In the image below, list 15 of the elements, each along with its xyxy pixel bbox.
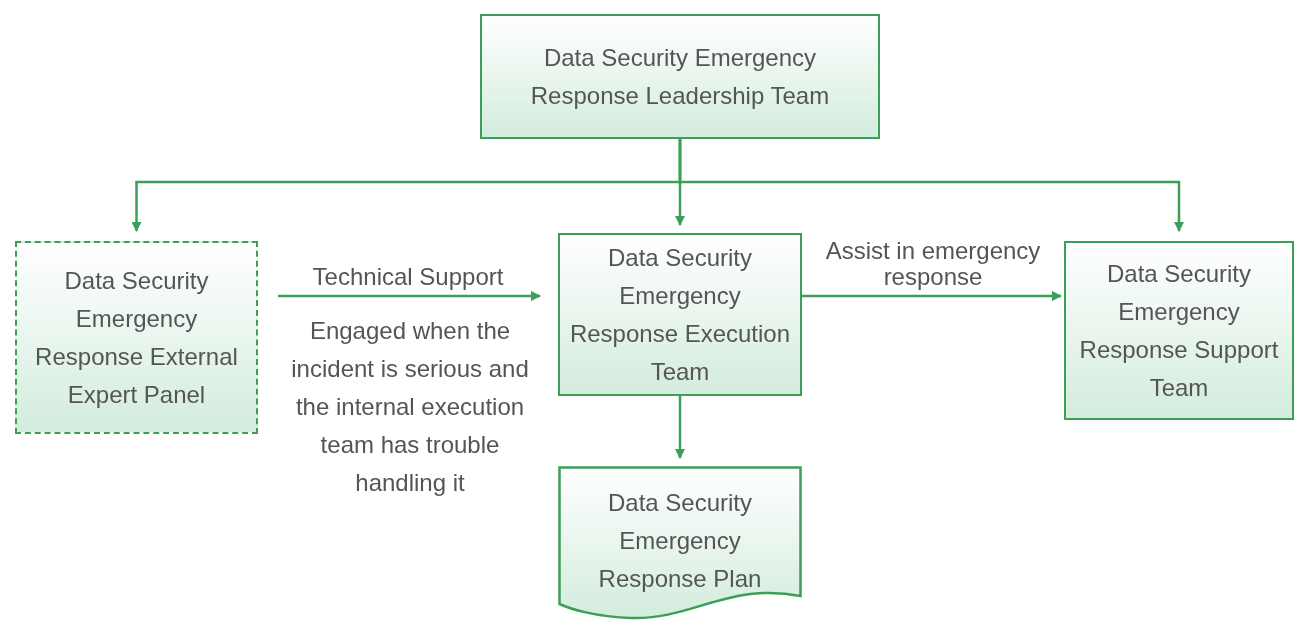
process-box <box>1064 241 1294 420</box>
node-text: Data Security Emergency Response External Expert Panel <box>34 265 239 410</box>
node-text: Data Security Emergency Response Leadership Team <box>529 42 831 111</box>
arrow <box>278 291 541 301</box>
dashed-box <box>15 241 258 434</box>
node-text: Data Security Emergency Response Plan <box>597 488 763 594</box>
process-box <box>480 14 880 139</box>
arrow <box>802 291 1062 301</box>
node-text: Data Security Emergency Response Execution Team <box>568 242 792 387</box>
document-shape <box>558 466 802 622</box>
note-text: Engaged when the incident is serious and the internal execution team has trouble handling it <box>290 316 530 498</box>
process-box <box>558 233 802 396</box>
arrow <box>675 396 685 459</box>
arrow <box>678 139 1184 232</box>
node-text: Data Security Emergency Response Support Team <box>1078 258 1280 403</box>
